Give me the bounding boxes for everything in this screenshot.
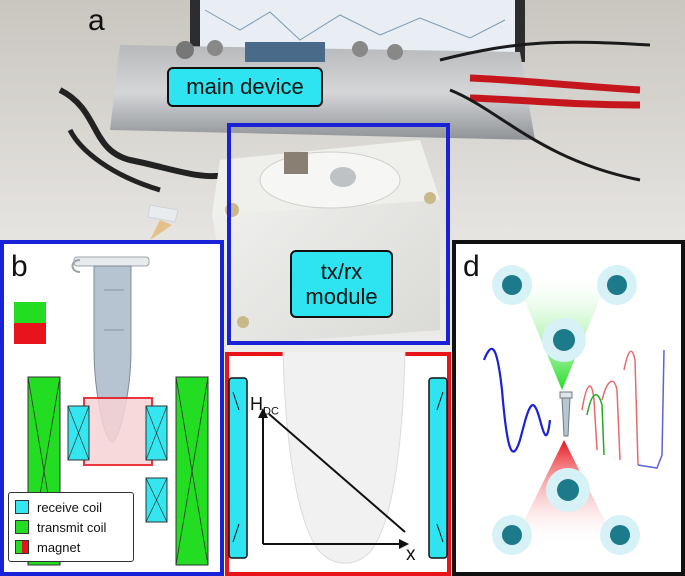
receive-coil-left — [67, 405, 90, 461]
panel-d-letter: d — [463, 250, 480, 283]
y-axis-label: HDC — [250, 394, 279, 418]
signal-wave-red-green — [581, 350, 639, 466]
nanoparticle-diagram — [482, 265, 665, 555]
magnet-region — [83, 397, 153, 466]
legend-label: transmit coil — [37, 519, 107, 535]
legend: receive coil transmit coil magnet — [8, 492, 134, 562]
receive-coil-left — [228, 377, 248, 559]
magnet-icon — [14, 302, 46, 323]
y-axis-label-sub: DC — [263, 405, 279, 418]
main-device-label: main device — [167, 67, 323, 107]
field-gradient-plot — [228, 352, 448, 564]
legend-item-receive: receive coil — [9, 497, 133, 517]
nanoparticles — [492, 265, 640, 555]
panel-b-letter: b — [11, 250, 28, 283]
receive-coil-swatch — [15, 500, 29, 514]
legend-item-transmit: transmit coil — [9, 517, 133, 537]
receive-coil-right — [145, 405, 168, 461]
receive-coil-lower — [145, 477, 168, 523]
txrx-frame — [227, 123, 450, 345]
legend-label: receive coil — [37, 499, 103, 515]
signal-wave-blue — [482, 347, 552, 453]
receive-coil-right — [428, 377, 448, 559]
signal-tail-blue — [637, 349, 665, 469]
x-axis-label: x — [406, 544, 416, 565]
field-line — [268, 413, 406, 533]
transmit-coil-swatch — [15, 520, 29, 534]
legend-item-magnet: magnet — [9, 537, 133, 557]
magnet-swatch — [15, 540, 29, 554]
legend-label: magnet — [37, 539, 81, 555]
y-axis-label-main: H — [250, 394, 263, 414]
transmit-coil-right — [175, 376, 209, 566]
sample-tube-small — [559, 391, 573, 437]
panel-a-letter: a — [88, 4, 105, 37]
txrx-module-label: tx/rx module — [290, 250, 393, 318]
